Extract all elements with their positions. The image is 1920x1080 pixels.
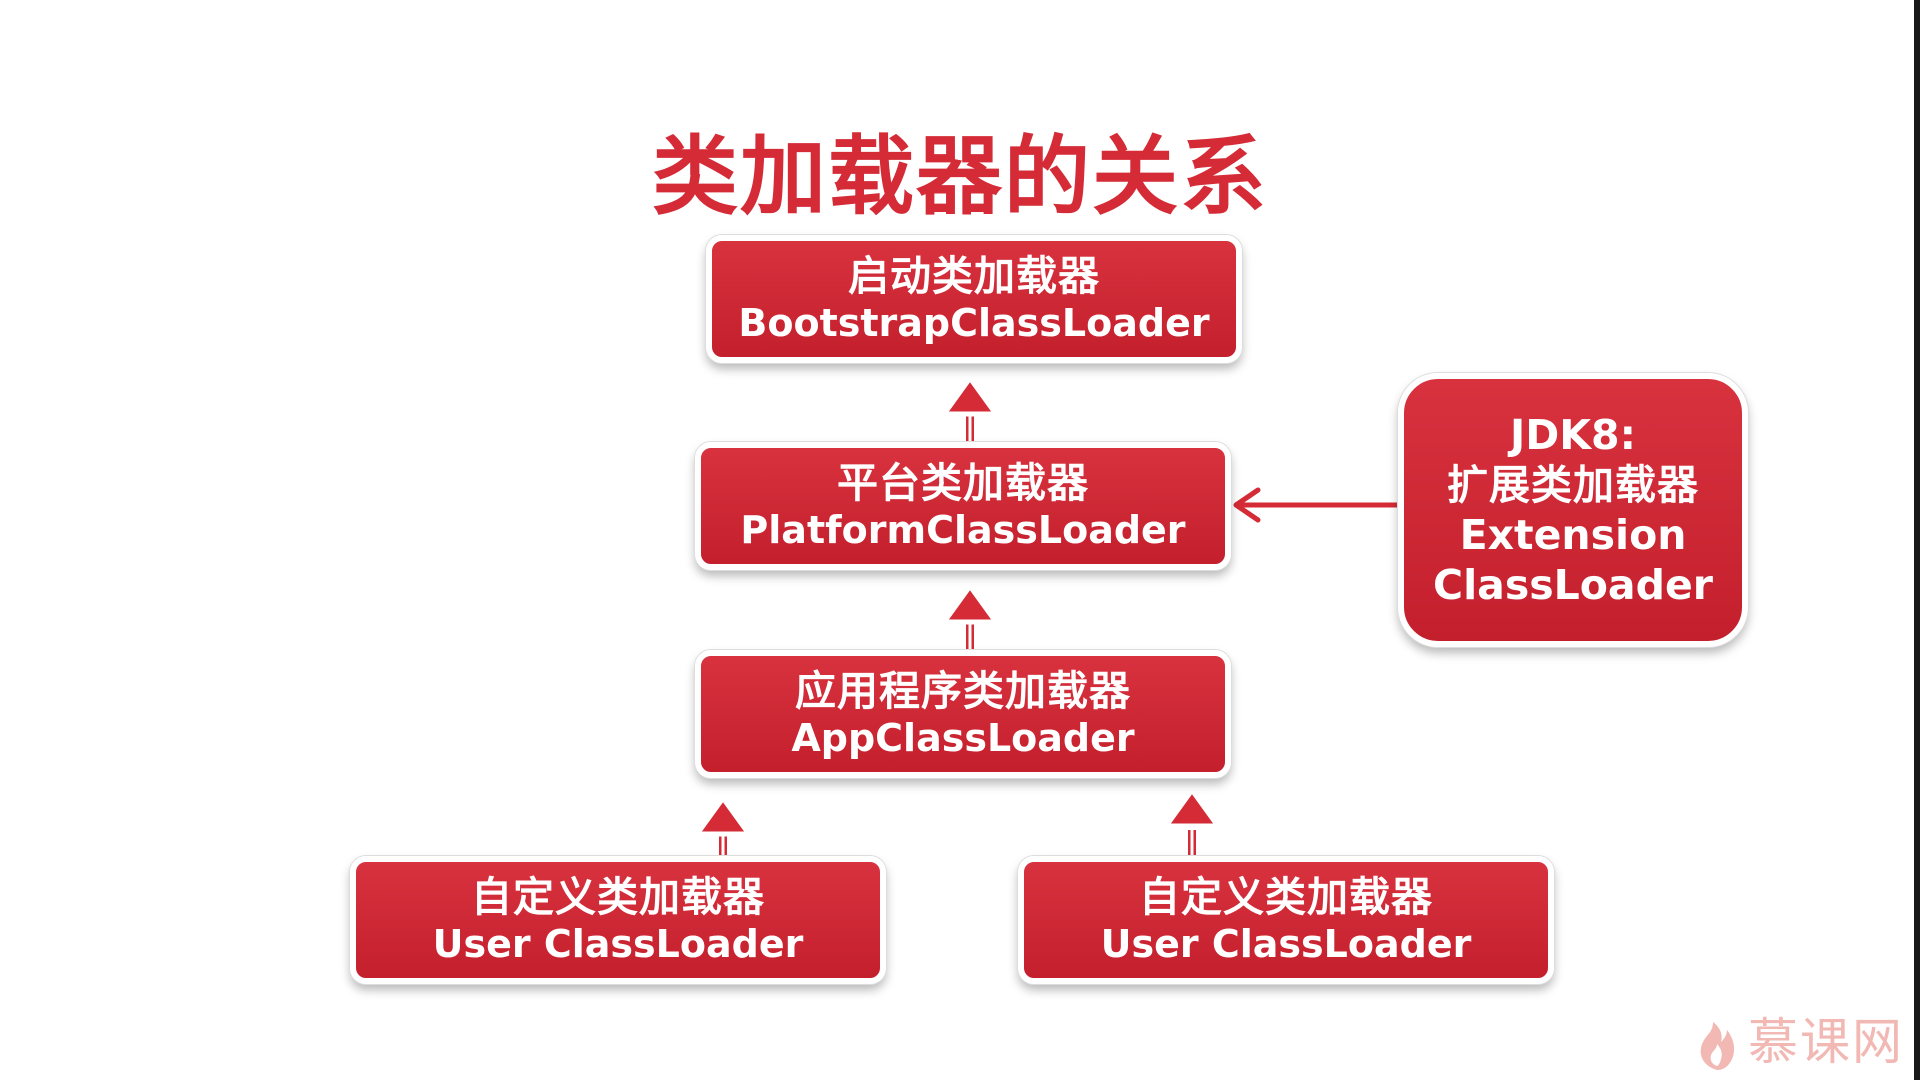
app-classloader-en: AppClassLoader bbox=[791, 715, 1135, 760]
slide-title: 类加载器的关系 bbox=[652, 127, 1268, 227]
bootstrap-classloader-box: 启动类加载器 BootstrapClassLoader bbox=[706, 235, 1242, 363]
extension-classloader-cn: 扩展类加载器 bbox=[1447, 460, 1699, 509]
app-classloader-box: 应用程序类加载器 AppClassLoader bbox=[695, 650, 1231, 778]
extension-classloader-en-1: Extension bbox=[1459, 511, 1687, 559]
flame-icon bbox=[1700, 1022, 1735, 1070]
user-classloader-right-en: User ClassLoader bbox=[1100, 921, 1472, 966]
watermark-text: 慕课网 bbox=[1748, 1013, 1904, 1071]
user-classloader-right-box: 自定义类加载器 User ClassLoader bbox=[1018, 856, 1554, 984]
bootstrap-classloader-en: BootstrapClassLoader bbox=[738, 300, 1210, 345]
edge-user-right-to-app bbox=[1163, 787, 1221, 856]
bootstrap-classloader-cn: 启动类加载器 bbox=[848, 251, 1100, 300]
edge-app-to-platform bbox=[941, 583, 999, 650]
extension-classloader-en-2: ClassLoader bbox=[1433, 561, 1713, 610]
platform-classloader-box: 平台类加载器 PlatformClassLoader bbox=[695, 442, 1231, 570]
user-classloader-right-cn: 自定义类加载器 bbox=[1139, 872, 1433, 921]
user-classloader-left-cn: 自定义类加载器 bbox=[471, 872, 765, 921]
app-classloader-cn: 应用程序类加载器 bbox=[795, 666, 1131, 715]
extension-classloader-box: JDK8: 扩展类加载器 Extension ClassLoader bbox=[1398, 373, 1748, 647]
edge-extension-to-platform bbox=[1233, 487, 1400, 523]
edge-platform-to-bootstrap bbox=[941, 375, 999, 442]
platform-classloader-cn: 平台类加载器 bbox=[837, 458, 1089, 507]
user-classloader-left-en: User ClassLoader bbox=[432, 921, 804, 966]
extension-jdk-label: JDK8: bbox=[1510, 410, 1636, 459]
screen-edge bbox=[1914, 0, 1920, 1080]
user-classloader-left-box: 自定义类加载器 User ClassLoader bbox=[350, 856, 886, 984]
platform-classloader-en: PlatformClassLoader bbox=[740, 507, 1186, 552]
edge-user-left-to-app bbox=[694, 795, 752, 856]
